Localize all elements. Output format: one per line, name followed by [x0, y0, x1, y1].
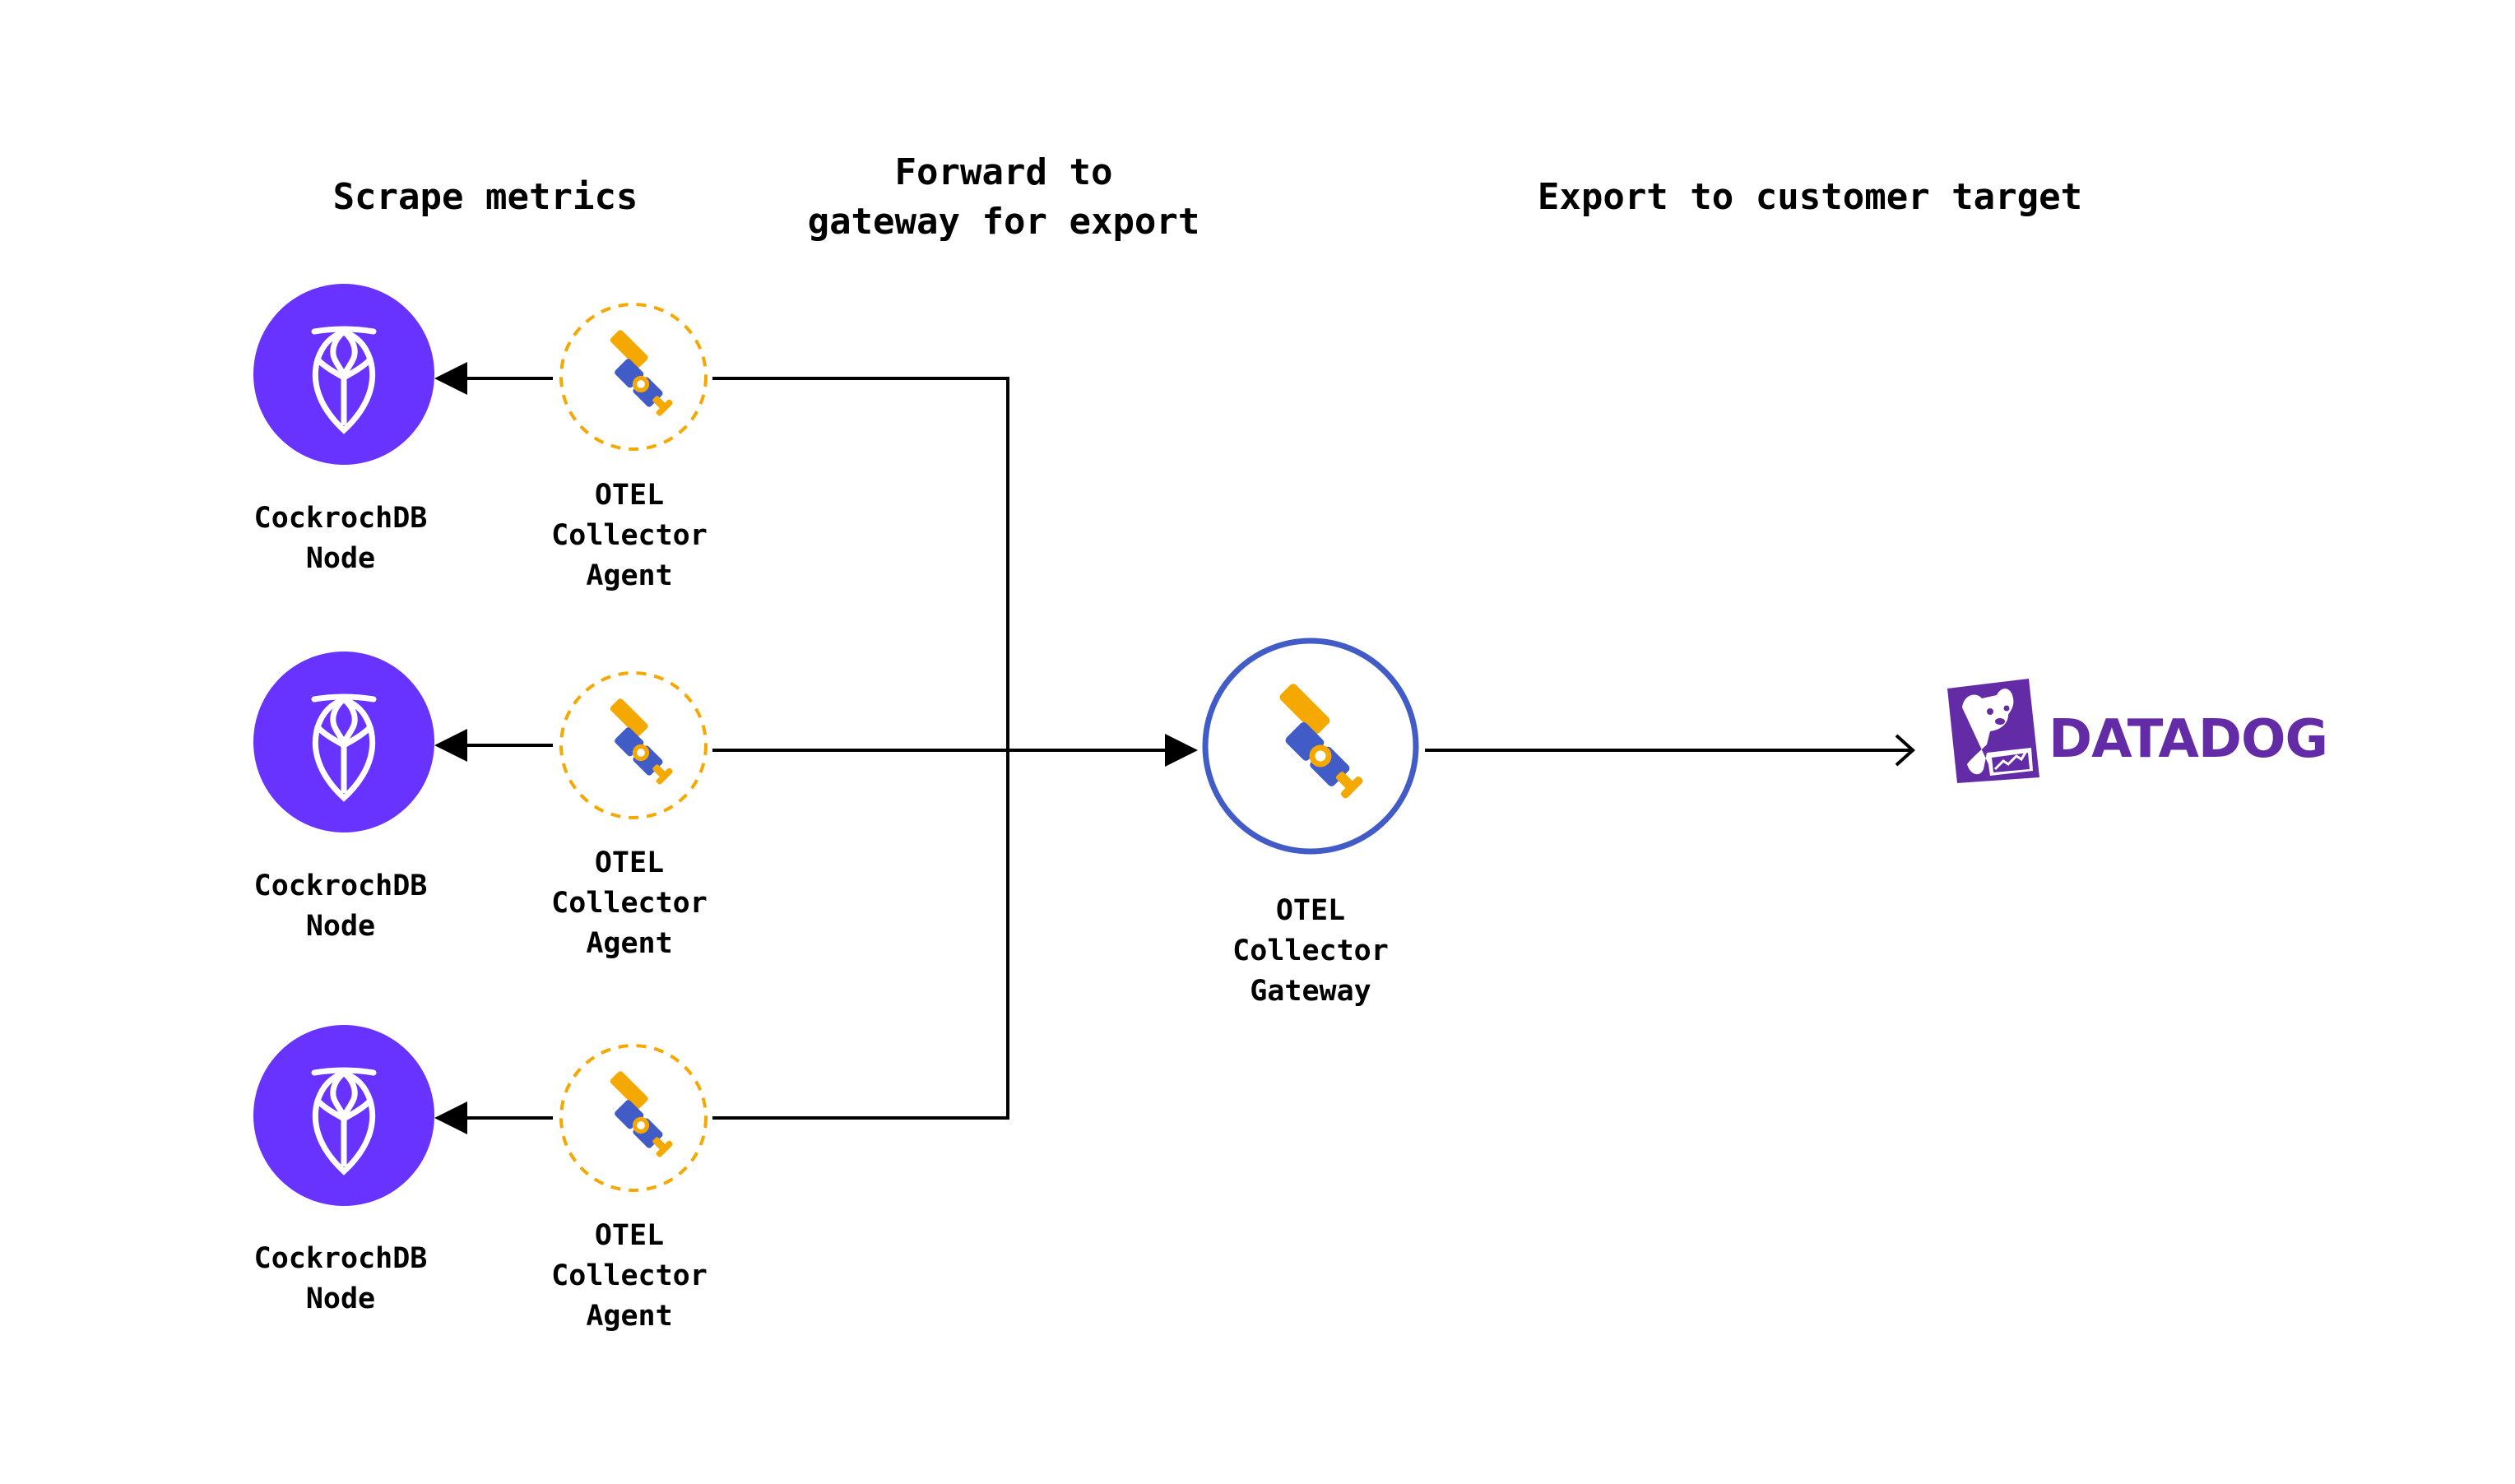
node-label-line1: CockrochDB	[253, 502, 428, 535]
node-label-line2: Node	[305, 1282, 376, 1315]
node-label-line1: CockrochDB	[253, 870, 428, 902]
agent-label-line2: Collector	[551, 887, 708, 920]
otel-agent-3[interactable]	[559, 1044, 708, 1192]
cockroachdb-node-3[interactable]	[253, 1025, 434, 1206]
agent-label-line3: Agent	[586, 927, 673, 960]
agent-3-label: OTEL Collector Agent	[506, 1216, 753, 1337]
agent-label-line2: Collector	[551, 1259, 708, 1292]
header-export: Export to customer target	[1537, 176, 2083, 218]
connectors	[434, 362, 1915, 1134]
gateway-label-line3: Gateway	[1250, 975, 1371, 1008]
header-scrape-metrics: Scrape metrics	[332, 176, 638, 218]
header-forward-line2: gateway for export	[807, 201, 1200, 243]
node-1-label: CockrochDB Node	[217, 499, 464, 579]
cockroachdb-node-1[interactable]	[253, 284, 434, 465]
agent-label-line1: OTEL	[594, 1219, 665, 1252]
header-forward-line1: Forward to	[894, 151, 1113, 193]
cockroachdb-node-2[interactable]	[253, 652, 434, 832]
gateway-label-line1: OTEL	[1275, 894, 1346, 927]
node-3-label: CockrochDB Node	[217, 1239, 464, 1319]
open-arrowhead-datadog	[1895, 734, 1915, 767]
agent-label-line3: Agent	[586, 1300, 673, 1333]
otel-agent-1[interactable]	[559, 303, 708, 451]
node-label-line2: Node	[305, 910, 376, 943]
line-agent1-to-bus	[712, 377, 1009, 1120]
node-2-label: CockrochDB Node	[217, 866, 464, 947]
gateway-label-line2: Collector	[1232, 934, 1389, 967]
datadog-logo-icon[interactable]	[1947, 679, 2039, 783]
gateway-label: OTEL Collector Gateway	[1187, 891, 1434, 1012]
agent-2-label: OTEL Collector Agent	[506, 843, 753, 964]
datadog-wordmark: DATADOG	[2049, 709, 2328, 770]
agent-label-line1: OTEL	[594, 479, 665, 512]
agent-label-line3: Agent	[586, 559, 673, 592]
otel-agent-2[interactable]	[559, 671, 708, 819]
node-label-line1: CockrochDB	[253, 1242, 428, 1275]
agent-1-label: OTEL Collector Agent	[506, 475, 753, 596]
agent-label-line2: Collector	[551, 519, 708, 552]
otel-gateway[interactable]	[1202, 638, 1419, 855]
node-label-line2: Node	[305, 542, 376, 575]
agent-label-line1: OTEL	[594, 846, 665, 879]
